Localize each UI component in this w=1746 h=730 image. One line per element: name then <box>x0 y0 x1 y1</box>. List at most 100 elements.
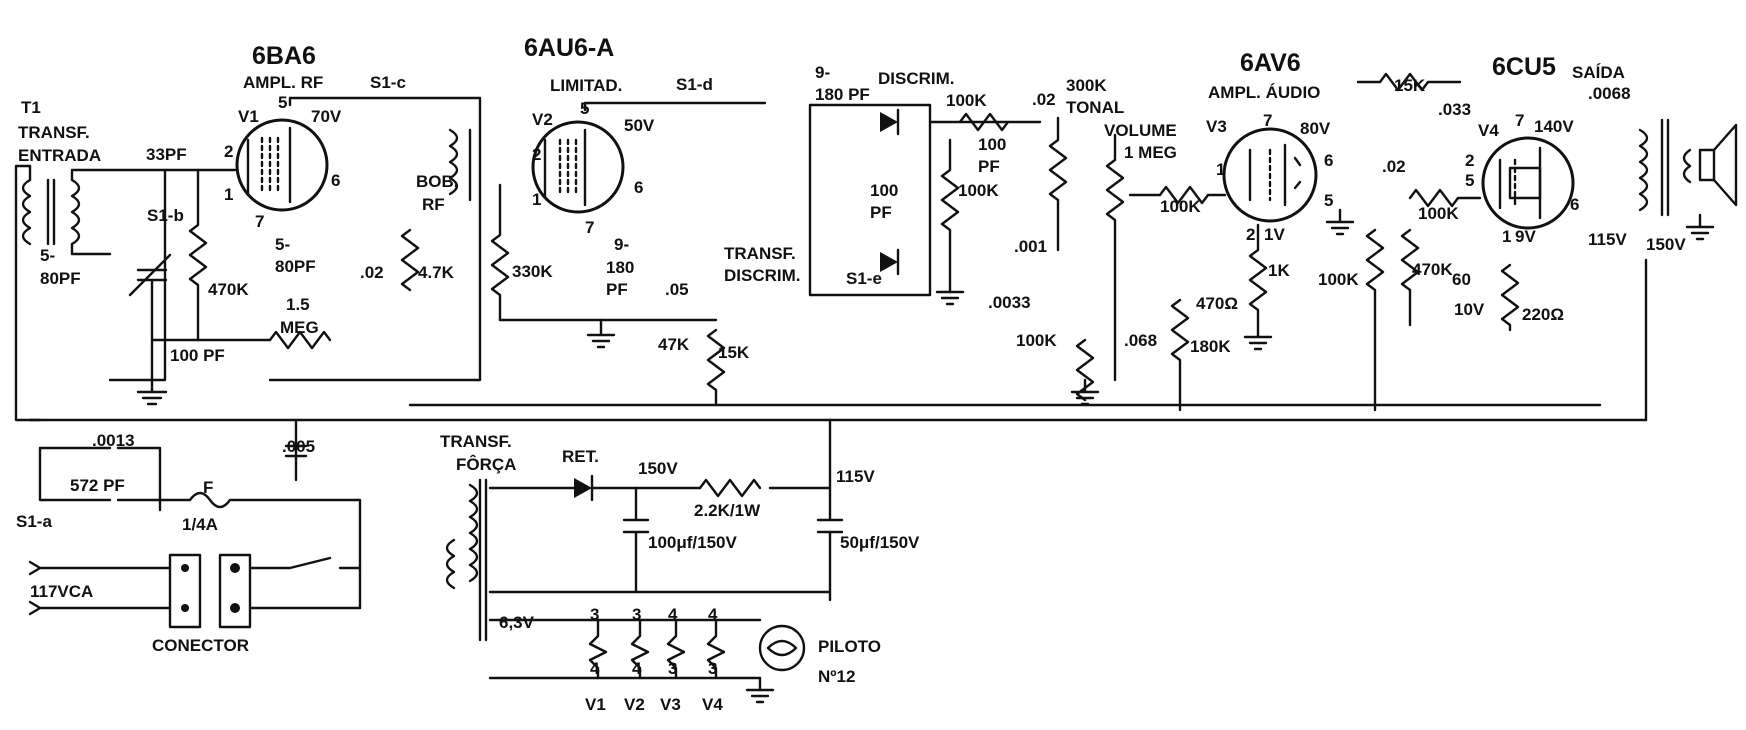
r470-symbol <box>1170 298 1190 412</box>
ac-arrow-top <box>28 560 42 576</box>
v2-pin6: 6 <box>634 178 643 197</box>
s1a-label: S1-a <box>16 512 52 531</box>
r47k-b-label: 47K <box>658 335 690 354</box>
c02a-label: .02 <box>360 263 384 282</box>
c572-wire <box>38 446 192 502</box>
r22k-symbol <box>698 478 762 498</box>
output-transformer-symbol <box>1638 118 1692 217</box>
v1-pin7: 7 <box>255 212 264 231</box>
c572-label: 572 PF <box>70 476 125 495</box>
b150-label: 150V <box>638 459 678 478</box>
r470k-a-label: 470K <box>208 280 249 299</box>
v3-pin6: 6 <box>1324 151 1333 170</box>
v2-tube-symbol <box>531 120 625 214</box>
ac-switch-line[interactable] <box>38 556 362 570</box>
c100pf-a-label: 100 PF <box>170 346 225 365</box>
v3-type-label: 6AV6 <box>1240 49 1301 77</box>
c0013-wire <box>38 446 162 512</box>
piloto-label-1: PILOTO <box>818 637 881 656</box>
c9-180a-label-3: PF <box>606 280 628 299</box>
rf-coil-symbol <box>448 128 472 202</box>
c068-label: .068 <box>1124 331 1157 350</box>
discrim-diode-bot <box>880 248 900 276</box>
ground-symbol-8 <box>745 676 775 704</box>
v2-ref: V2 <box>532 110 553 129</box>
r15k-b-symbol <box>1356 72 1462 92</box>
heater-v2-top-pin: 3 <box>632 605 641 624</box>
tone-pot-symbol <box>1048 116 1068 252</box>
fuse-label: F <box>203 478 213 497</box>
t1-secondary-bot-wire <box>70 242 112 256</box>
r15meg-label-1: 1.5 <box>286 295 310 314</box>
c05-label: .05 <box>665 280 689 299</box>
v4-pin2: 2 <box>1465 151 1474 170</box>
v3-tube-symbol <box>1222 127 1318 223</box>
c0013-label: .0013 <box>92 431 135 450</box>
tuning-cap-1-symbol <box>128 253 172 382</box>
c100pf-c-label-2: PF <box>978 157 1000 176</box>
heater-v4-bot-pin: 3 <box>708 659 717 678</box>
v1-ref: V1 <box>238 107 259 126</box>
ground-symbol-5 <box>1243 323 1273 351</box>
c5-80a-label-1: 5- <box>40 246 55 265</box>
transf-discrim-label-1: TRANSF. <box>724 244 796 263</box>
r100k-b-symbol <box>940 138 960 282</box>
v4-ref: V4 <box>1478 121 1499 140</box>
c50uf-symbol <box>816 486 844 602</box>
fuse-rating-label: 1/4A <box>182 515 218 534</box>
r470k-b-symbol <box>1400 228 1420 327</box>
v3-pin2: 2 <box>1246 225 1255 244</box>
bob-rf-label-1: BOB. <box>416 172 459 191</box>
v3-pin7: 7 <box>1263 111 1272 130</box>
c9-180a-label-1: 9- <box>614 235 629 254</box>
heater-v4-top-pin: 4 <box>708 605 718 624</box>
r22k-label: 2.2K/1W <box>694 501 761 520</box>
c33pf-label: 33PF <box>146 145 187 164</box>
v4-cathode-voltage: 9V <box>1515 227 1536 246</box>
r15meg-label-2: MEG <box>280 318 319 337</box>
v1-pin2: 2 <box>224 142 233 161</box>
r100k-d-symbol <box>1128 185 1227 205</box>
c02c-label: .02 <box>1382 157 1406 176</box>
c50uf-label: 50μf/150V <box>840 533 920 552</box>
c9-180b-label-1: 9- <box>815 63 830 82</box>
v4-pin6: 6 <box>1570 195 1579 214</box>
heater-v1-top-pin: 3 <box>590 605 599 624</box>
v2-pin2: 2 <box>532 145 541 164</box>
v1-pin6: 6 <box>331 171 340 190</box>
v4-function-label: SAÍDA <box>1572 63 1625 82</box>
plug-connector[interactable] <box>168 553 252 629</box>
v3-pin1: 1 <box>1216 160 1225 179</box>
heater-v1-tube: V1 <box>585 695 606 714</box>
tonal-label-1: 300K <box>1066 76 1107 95</box>
heater-v3-bot-pin: 3 <box>668 659 677 678</box>
output-150v-label: 150V <box>1646 235 1686 254</box>
s1b-label: S1-b <box>147 206 184 225</box>
r15k-symbol <box>706 328 726 407</box>
v2-type-label: 6AU6-A <box>524 34 614 62</box>
heater-v4-tube: V4 <box>702 695 723 714</box>
power-transformer-symbol <box>445 478 488 642</box>
ac-arrow-bot <box>28 600 42 616</box>
c60-label-1: 60 <box>1452 270 1471 289</box>
r330k-label: 330K <box>512 262 553 281</box>
b115-label: 115V <box>836 467 875 486</box>
c5-80b-label-2: 80PF <box>275 257 316 276</box>
s1e-label: S1-e <box>846 269 882 288</box>
v1-plate-bus <box>268 96 482 382</box>
r100k-c-symbol <box>1075 338 1095 402</box>
volume-pot-symbol <box>1105 133 1125 382</box>
r100k-e-label: 100K <box>1418 204 1459 223</box>
v4-tube-symbol <box>1481 136 1575 230</box>
v4-screen-voltage: 115V <box>1588 230 1627 249</box>
r100k-d-label: 100K <box>1160 197 1201 216</box>
r220-label: 220Ω <box>1522 305 1564 324</box>
c100pf-c-label-1: 100 <box>978 135 1006 154</box>
heater-v2-tube: V2 <box>624 695 645 714</box>
discriminator-box <box>808 103 932 297</box>
bob-rf-label-2: RF <box>422 195 445 214</box>
c100pf-b-label-2: PF <box>870 203 892 222</box>
c100pf-b-label-1: 100 <box>870 181 898 200</box>
ground-symbol-2 <box>586 318 616 349</box>
